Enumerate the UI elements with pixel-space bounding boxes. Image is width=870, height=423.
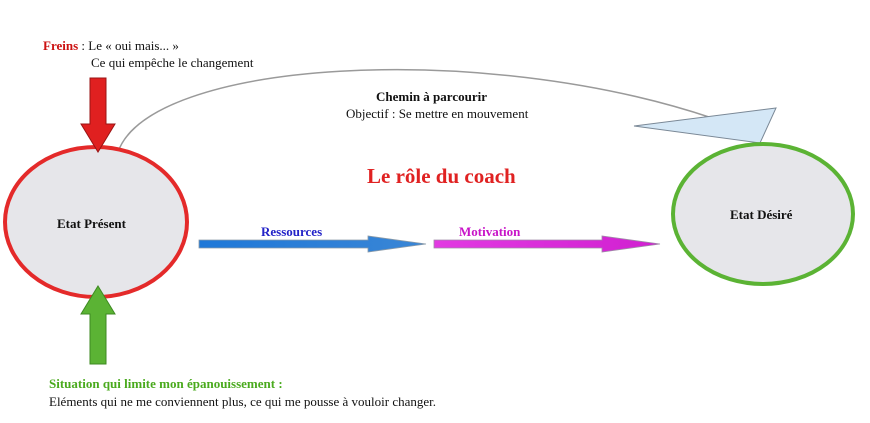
- chemin-title: Chemin à parcourir: [376, 89, 487, 104]
- ressources-arrow-icon: [198, 235, 427, 253]
- freins-text: : Le « oui mais... »: [78, 38, 179, 53]
- etat-desire-ellipse: [671, 142, 855, 286]
- chemin-objectif: Objectif : Se mettre en mouvement: [346, 106, 529, 121]
- motivation-arrow-icon: [433, 235, 661, 253]
- freins-subtext: Ce qui empêche le changement: [91, 55, 254, 70]
- situation-arrow-icon: [80, 285, 116, 365]
- freins-label: Freins: [43, 38, 79, 53]
- freins-arrow-icon: [80, 77, 116, 153]
- etat-desire-label: Etat Désiré: [730, 207, 793, 222]
- situation-title: Situation qui limite mon épanouissement …: [49, 376, 283, 391]
- freins-line: Freins : Le « oui mais... »: [43, 38, 179, 54]
- ressources-label: Ressources: [261, 224, 323, 239]
- chemin-arrowhead-icon: [633, 107, 777, 144]
- motivation-label: Motivation: [459, 224, 521, 239]
- chemin-arc: [117, 68, 713, 153]
- etat-present-label: Etat Présent: [57, 216, 126, 231]
- situation-text: Eléments qui ne me conviennent plus, ce …: [49, 394, 437, 409]
- main-title: Le rôle du coach: [367, 164, 516, 188]
